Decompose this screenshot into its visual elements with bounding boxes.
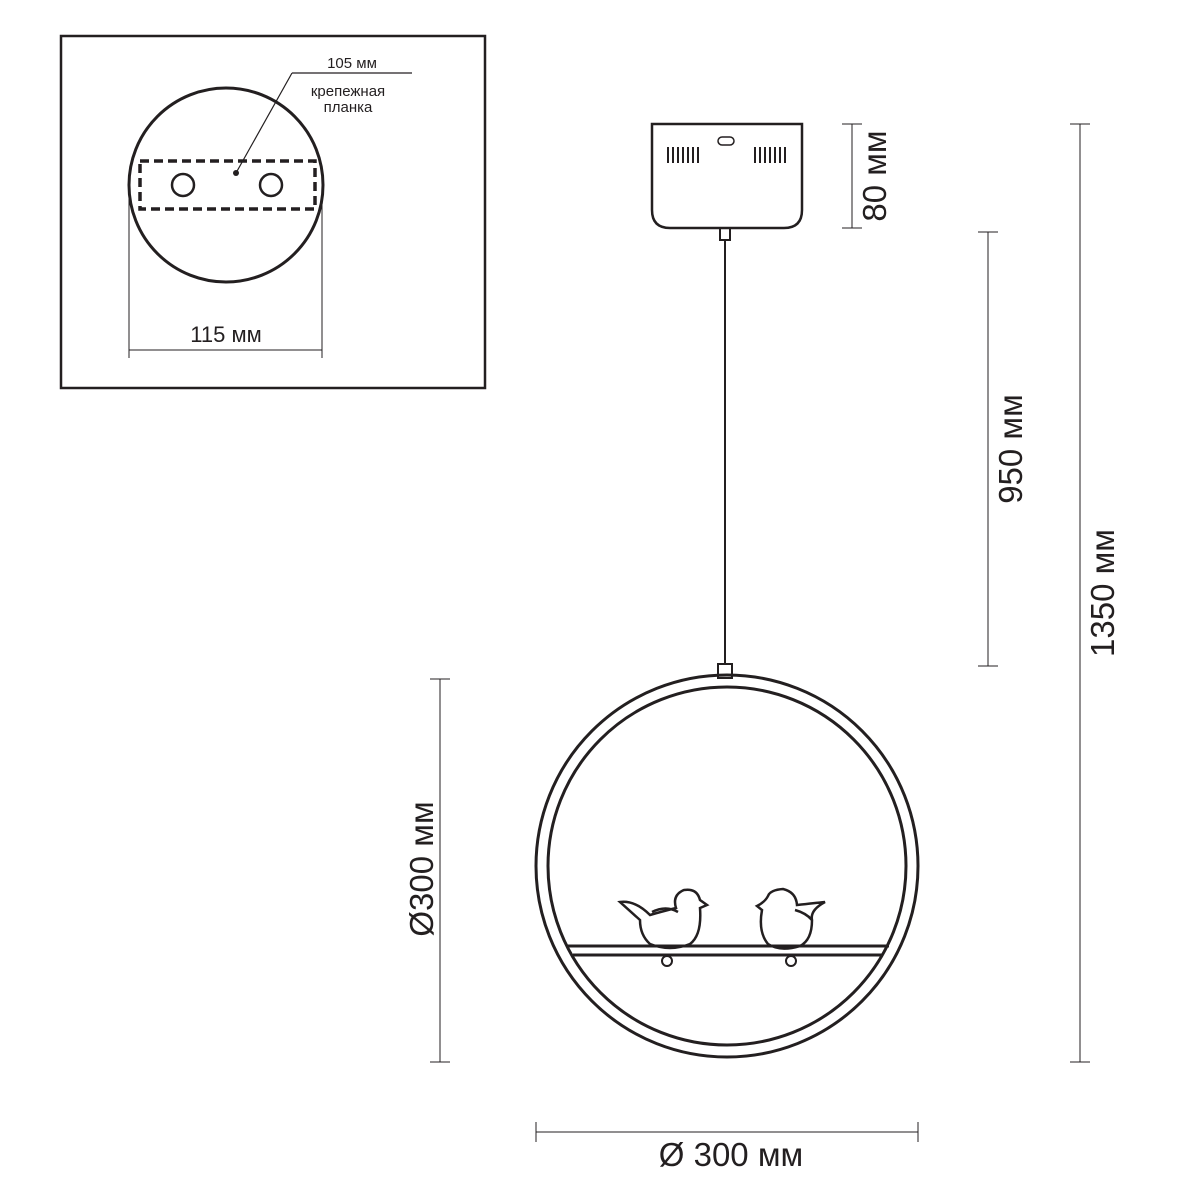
canopy-vent-left (667, 147, 699, 163)
dimension-canopy-height: 80 мм (842, 123, 893, 229)
ring-inner (546, 685, 908, 1047)
canopy-vent-right (754, 147, 786, 163)
fixture-elevation (534, 122, 920, 1059)
bird-right (754, 887, 826, 950)
label-115: 115 мм (190, 322, 261, 347)
perch-foot-right (785, 955, 797, 967)
canopy (650, 122, 804, 230)
cable-bottom-clamp (717, 663, 733, 679)
label-mounting-line1: крепежная (311, 83, 385, 100)
mounting-hole-left (170, 172, 196, 198)
label-950: 950 мм (992, 394, 1029, 504)
dimension-total-height: 1350 мм (1070, 123, 1121, 1063)
label-ring-horizontal: Ø 300 мм (659, 1136, 803, 1173)
dimension-cable-length: 950 мм (978, 231, 1029, 667)
label-80: 80 мм (856, 130, 893, 221)
label-mounting-line2: планка (324, 99, 373, 116)
mounting-inset: 105 мм крепежная планка 115 мм (59, 34, 487, 390)
ring-outer (534, 673, 920, 1059)
canopy-top-view-circle (127, 86, 325, 284)
inset-frame (59, 34, 487, 390)
label-1350: 1350 мм (1084, 529, 1121, 657)
bird-left (617, 888, 710, 950)
label-105: 105 мм (327, 55, 377, 72)
mounting-plate-dashed (138, 159, 317, 211)
dimension-ring-horizontal: Ø 300 мм (535, 1122, 919, 1173)
mounting-hole-right (258, 172, 284, 198)
leader-line (235, 72, 293, 174)
cable-top-clamp (719, 227, 731, 241)
dimension-ring-vertical: Ø300 мм (403, 678, 450, 1063)
canopy-indicator (717, 136, 735, 146)
label-ring-vertical: Ø300 мм (403, 801, 440, 936)
perch-foot-left (661, 955, 673, 967)
